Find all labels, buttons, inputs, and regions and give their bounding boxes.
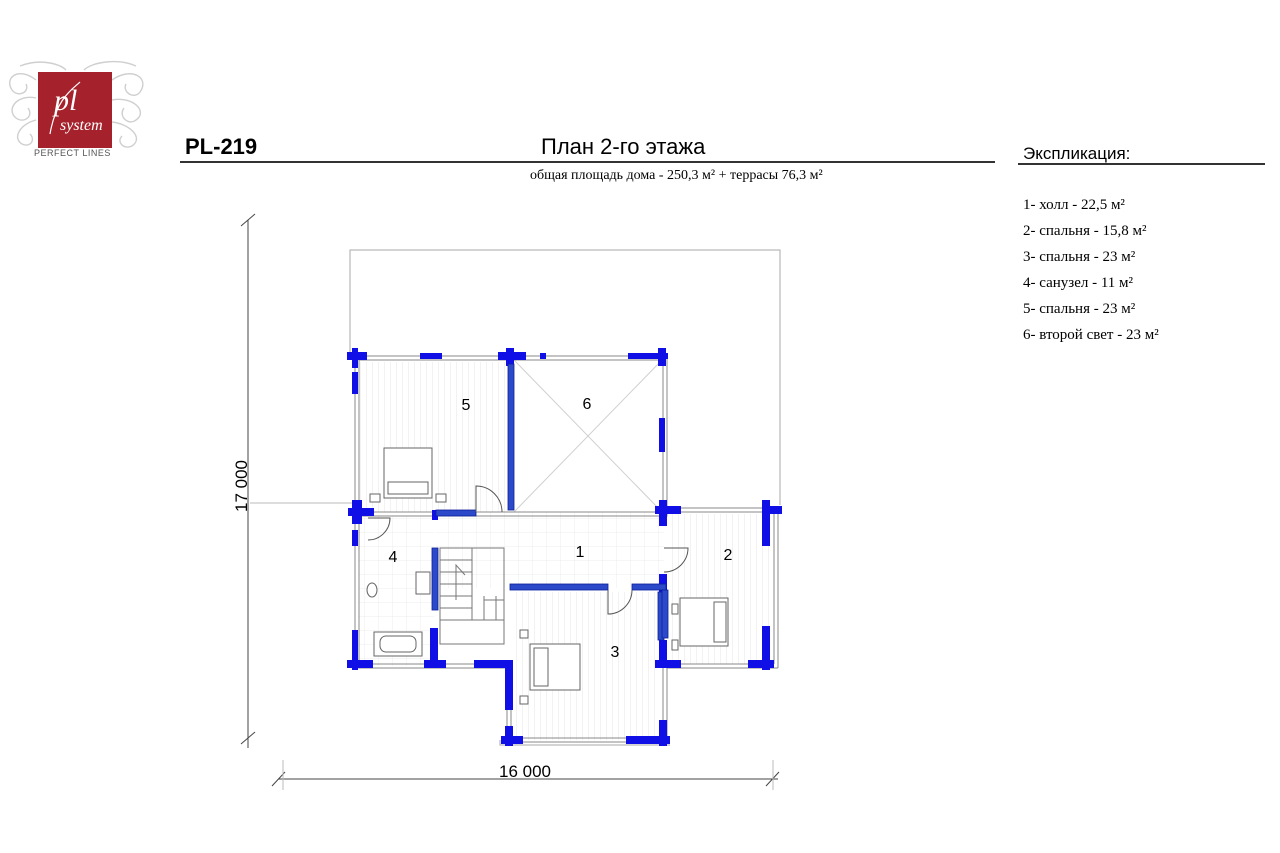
plan-title: План 2-го этажа — [541, 134, 706, 159]
room-number-6: 6 — [583, 396, 592, 413]
logo-red-square — [38, 72, 112, 148]
furniture — [366, 447, 729, 705]
room-number-4: 4 — [389, 549, 398, 566]
legend-item-bedroom-3: 3- спальня - 23 м² — [1023, 249, 1136, 265]
room-number-5: 5 — [462, 397, 471, 414]
second-light-void — [513, 359, 663, 513]
legend-underline — [1018, 163, 1265, 165]
room-legend: 1- холл - 22,5 м² 2- спальня - 15,8 м² 3… — [1023, 192, 1159, 348]
legend-title: Экспликация: — [1023, 144, 1131, 163]
dimension-width: 16 000 — [499, 762, 551, 781]
plan-code: PL-219 — [185, 134, 258, 159]
legend-item-hall: 1- холл - 22,5 м² — [1023, 197, 1125, 213]
legend-item-second-light: 6- второй свет - 23 м² — [1023, 327, 1159, 343]
dimension-lines — [240, 213, 780, 790]
room-number-1: 1 — [576, 544, 585, 561]
legend-item-bathroom: 4- санузел - 11 м² — [1023, 275, 1134, 291]
staircase — [439, 547, 505, 645]
logo-tagline: PERFECT LINES — [34, 148, 111, 158]
room-number-3: 3 — [611, 644, 620, 661]
company-logo: pl system — [0, 58, 160, 160]
terrace-outline — [349, 249, 781, 746]
dimension-height: 17 000 — [232, 460, 251, 512]
svg-text:system: system — [60, 117, 103, 134]
area-summary: общая площадь дома - 250,3 м² + террасы … — [530, 168, 823, 183]
room-numbers: 1 2 3 4 5 6 — [389, 396, 733, 661]
doors — [367, 485, 689, 615]
logo-emblem: pl system — [9, 60, 144, 148]
partition-walls — [431, 363, 669, 641]
room-number-2: 2 — [724, 547, 733, 564]
title-underline — [180, 161, 995, 163]
legend-item-bedroom-5: 5- спальня - 23 м² — [1023, 301, 1136, 317]
legend-item-bedroom-2: 2- спальня - 15,8 м² — [1023, 223, 1147, 239]
